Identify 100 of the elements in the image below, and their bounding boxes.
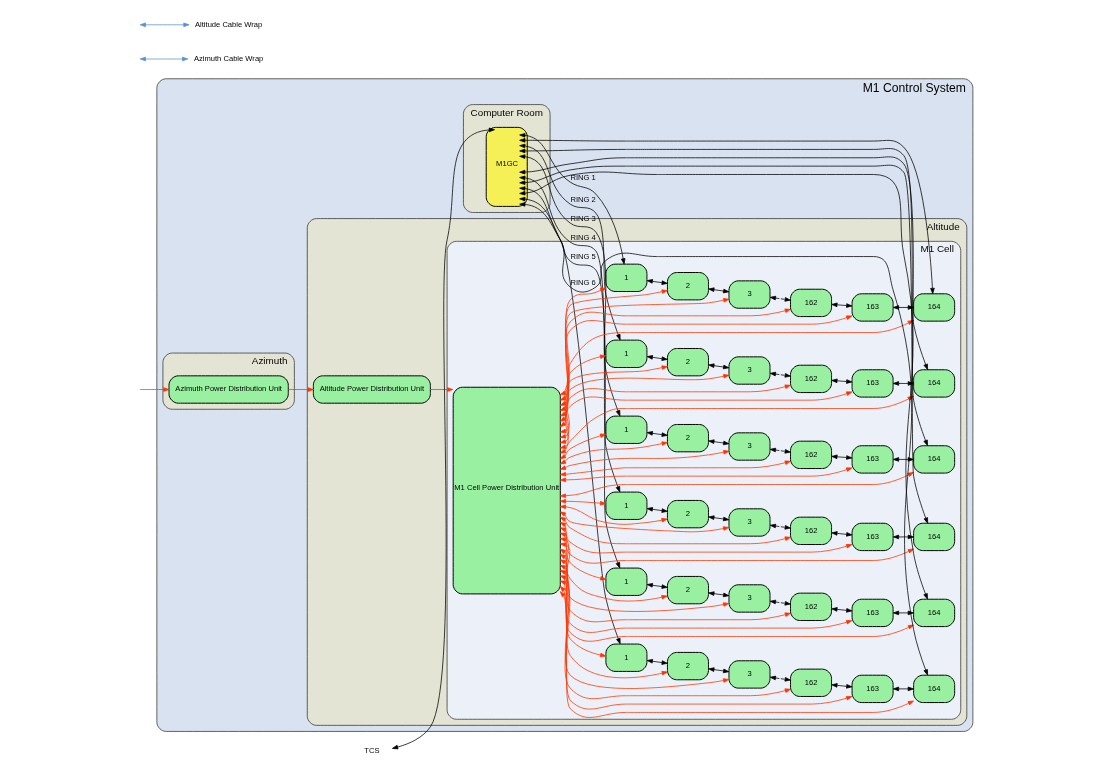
node-box: 3 [728,280,771,309]
arrow [769,295,791,302]
arrow [831,378,853,384]
arrow [392,127,495,750]
node-box: 164 [913,369,956,398]
node-box: 2 [666,651,709,681]
arrow [288,387,314,392]
arrow [892,686,914,692]
arrow [519,164,929,524]
arrow [708,667,730,674]
arrow [708,439,730,446]
node-box: 162 [790,516,833,545]
arrow [559,511,730,533]
node-box: 163 [851,445,894,474]
node-box: 2 [666,575,709,605]
arrow [892,610,914,616]
arrow [769,371,791,378]
arrow [559,516,791,545]
arrow [708,515,730,522]
arrow [831,683,853,689]
arrow [769,675,791,682]
node-box: 1 [605,263,648,292]
arrow [708,591,730,598]
arrow [519,148,928,370]
edge-label: RING 5 [570,251,596,261]
node-box: 1 [605,339,648,368]
arrow [831,531,853,537]
arrow [831,454,853,460]
arrow [646,279,668,285]
node-box: M1 Cell Power Distribution Unit [452,386,561,595]
arrow [559,433,607,460]
arrow [559,504,668,525]
arrow [519,171,928,600]
node-text: TCS [364,746,380,756]
node-text: Altitude Cable Wrap [195,19,263,29]
arrow [139,56,189,62]
arrow [139,22,190,28]
arrow [559,450,730,470]
node-box: 2 [666,272,709,301]
edge-label: RING 4 [570,232,596,242]
node-box: 163 [851,674,894,704]
arrow [559,441,668,465]
node-box: 162 [790,592,833,621]
arrow [559,564,607,658]
node-box: 164 [913,445,956,474]
node-box: 162 [790,288,833,318]
arrow [519,186,621,569]
arrow [430,387,454,392]
node-box: 164 [913,293,956,322]
arrow [769,523,791,530]
arrow [559,472,914,498]
edge-label: RING 2 [570,194,596,204]
arrow [559,460,791,477]
arrow [646,507,668,513]
arrow [519,143,621,341]
arrow [559,532,607,581]
arrow [519,202,928,676]
arrow [559,585,853,710]
node-box: 1 [605,415,648,444]
arrow [831,607,853,613]
node-box: 1 [605,491,648,520]
arrow [646,355,668,361]
arrow [559,522,853,554]
arrow [559,554,853,633]
node-box: 2 [666,499,709,529]
arrow [519,156,928,446]
arrow [708,363,730,370]
arrow [519,175,621,493]
node-box: 3 [728,584,771,613]
arrow [519,138,935,294]
node-box: 1 [605,643,648,672]
arrow [769,447,791,454]
node-box: 3 [728,432,771,461]
node-box: 3 [728,508,771,537]
node-box: 162 [790,668,833,697]
node-box: 162 [790,364,833,394]
arrow [139,387,170,392]
edge-label: RING 6 [570,278,596,288]
node-box: 163 [851,293,894,322]
arrow [646,583,668,589]
arrow [559,559,914,642]
arrow [519,196,621,645]
node-box: 162 [790,440,833,470]
arrow [559,569,668,679]
arrow [831,302,853,308]
arrow [559,575,730,689]
arrow [559,548,791,623]
arrow [559,580,791,700]
node-box: 1 [605,567,648,596]
arrow [646,659,668,665]
edge-label: RING 1 [570,172,596,182]
node-box: 164 [913,522,956,552]
arrow [519,133,626,265]
arrow [708,287,730,294]
node-box: 3 [728,356,771,385]
arrow [559,499,607,506]
arrow [769,599,791,606]
arrow [559,591,914,718]
arrow [559,542,730,612]
arrow [559,467,853,483]
